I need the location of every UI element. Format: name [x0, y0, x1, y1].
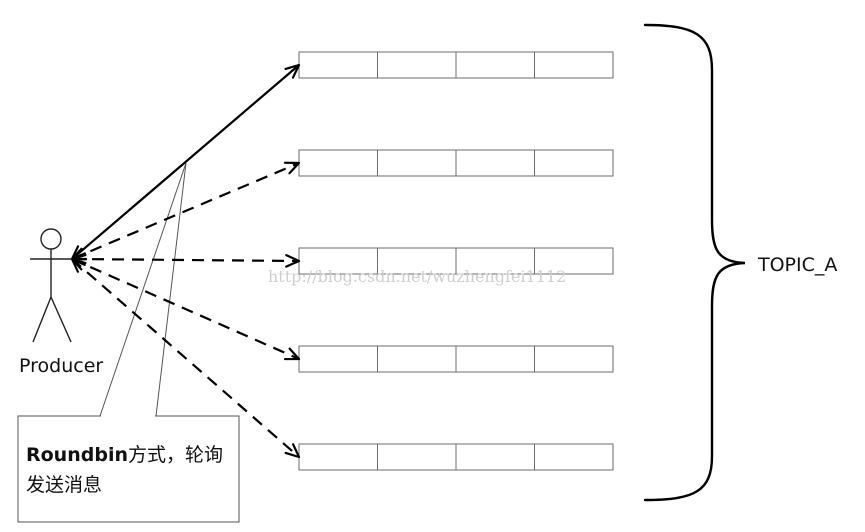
queue-4-cell-2 — [377, 345, 457, 373]
topic-label: TOPIC_A — [757, 254, 837, 276]
queue-3-cell-2 — [377, 247, 457, 275]
arrow-to-queue-3 — [71, 257, 300, 263]
queue-5-cell-4 — [534, 443, 614, 471]
arrow-group — [70, 63, 301, 459]
callout-rest: 方式，轮询发送消息 — [26, 444, 223, 496]
queue-group — [298, 51, 614, 471]
queue-5-cell-2 — [377, 443, 457, 471]
queue-1-cell-4 — [534, 51, 614, 79]
queue-2-cell-3 — [455, 149, 535, 177]
arrowhead-5-queue — [284, 443, 301, 459]
queue-2-cell-4 — [534, 149, 614, 177]
arrow-to-queue-5 — [71, 258, 300, 458]
arrowhead-4-queue — [283, 347, 301, 361]
queue-4-cell-4 — [534, 345, 614, 373]
watermark: http://blog.csdn.net/wuzhengfei1112 — [268, 267, 566, 286]
queue-5-cell-1 — [298, 443, 378, 471]
arrow-to-queue-4 — [71, 257, 300, 361]
arrow-to-queue-2 — [71, 161, 300, 261]
callout-text: Roundbin方式，轮询发送消息 — [26, 440, 232, 500]
queue-3-cell-4 — [534, 247, 614, 275]
queue-1-cell-3 — [455, 51, 535, 79]
topic-brace — [643, 23, 746, 502]
queue-4-cell-1 — [298, 345, 378, 373]
arrowhead-2-queue — [283, 161, 301, 175]
arrow-to-queue-1 — [71, 64, 300, 260]
producer-stick-figure — [30, 228, 72, 343]
producer-label: Producer — [19, 355, 103, 377]
queue-4-cell-3 — [455, 345, 535, 373]
arrowhead-3-queue — [285, 254, 301, 268]
queue-1-cell-1 — [298, 51, 378, 79]
queue-1-cell-2 — [377, 51, 457, 79]
queue-2-cell-1 — [298, 149, 378, 177]
queue-2-cell-2 — [377, 149, 457, 177]
callout — [17, 162, 240, 523]
arrowhead-1-queue — [284, 63, 301, 79]
callout-bold: Roundbin — [26, 444, 128, 466]
queue-3-cell-3 — [455, 247, 535, 275]
queue-5-cell-3 — [455, 443, 535, 471]
